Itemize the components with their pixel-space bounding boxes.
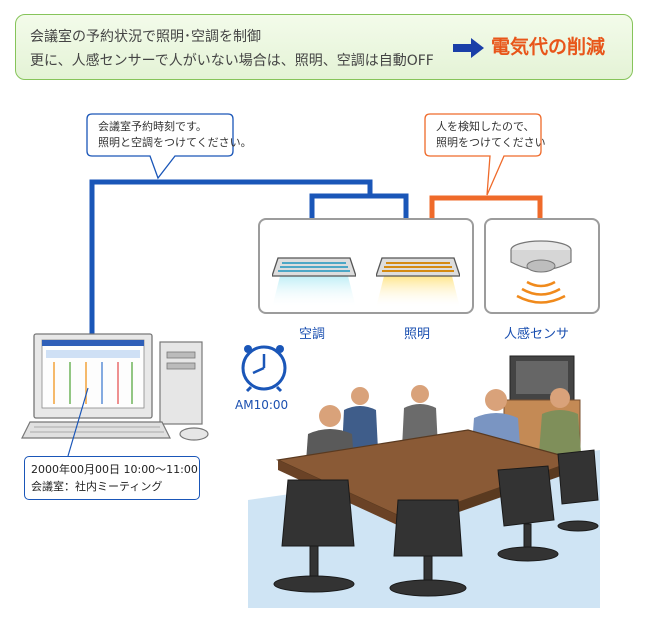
- lighting-icon: [376, 257, 460, 308]
- reservation-callout-line-2: 照明と空調をつけてください。: [98, 136, 252, 149]
- banner-line-1: 会議室の予約状況で照明･空調を制御: [30, 29, 261, 45]
- reservation-info-box: 2000年00月00日 10:00～11:00 会議室：社内ミーティング: [24, 456, 200, 500]
- sensor-callout-bubble: [424, 113, 542, 196]
- reservation-line-1: 2000年00月00日 10:00～11:00: [31, 463, 198, 476]
- aircon-icon: [272, 257, 356, 308]
- banner-result: 電気代の削減: [491, 36, 606, 58]
- banner-line-2: 更に、人感センサーで人がいない場合は、照明、空調は自動OFF: [30, 53, 434, 69]
- reservation-callout: 会議室予約時刻です。 照明と空調をつけてください。: [98, 119, 252, 151]
- reservation-callout-line-1: 会議室予約時刻です。: [98, 120, 207, 133]
- lighting-label: 照明: [404, 327, 431, 342]
- sensor-callout-line-1: 人を検知したので、: [436, 120, 535, 133]
- meeting-room-scene: [248, 355, 600, 608]
- reservation-callout-bubble: [86, 113, 234, 180]
- clock-time-label: AM10:00: [235, 398, 289, 412]
- reservation-line-2: 会議室：社内ミーティング: [31, 480, 163, 493]
- pc-illustration: [21, 333, 209, 441]
- motion-sensor-icon: [510, 240, 572, 304]
- sensor-callout-line-2: 照明をつけてください: [436, 136, 546, 149]
- clock-icon: [241, 345, 287, 393]
- office-chairs: [273, 449, 599, 597]
- sensor-callout: 人を検知したので、 照明をつけてください: [436, 119, 546, 151]
- aircon-label: 空調: [299, 327, 326, 342]
- control-line-blue: [89, 179, 409, 340]
- right-arrow-icon: [453, 38, 484, 58]
- summary-banner: 会議室の予約状況で照明･空調を制御 更に、人感センサーで人がいない場合は、照明、…: [15, 14, 633, 80]
- sensor-label: 人感センサ: [504, 327, 570, 342]
